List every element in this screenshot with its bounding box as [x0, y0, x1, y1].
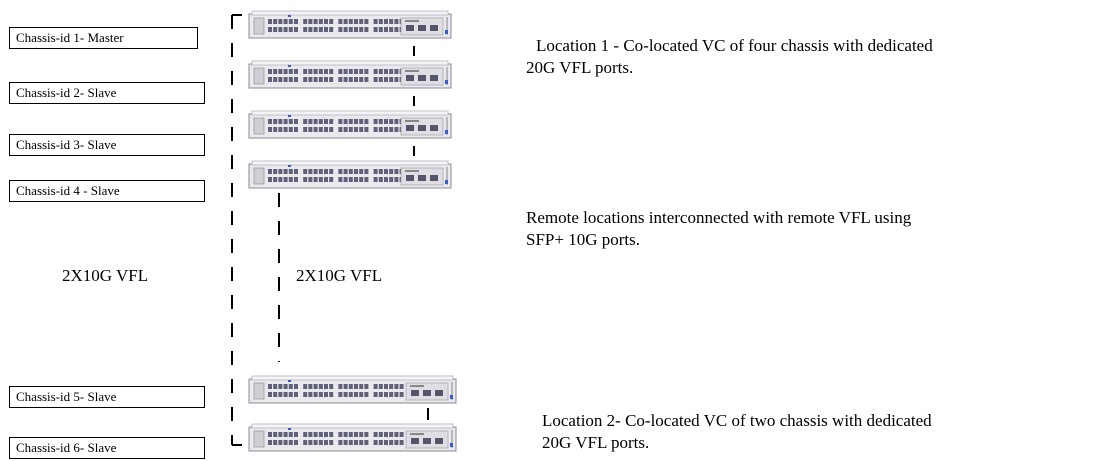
switch-chassis-1 — [248, 10, 453, 40]
switch-chassis-6 — [248, 423, 458, 453]
vfl-label-left: 2X10G VFL — [62, 266, 149, 285]
switch-front-panel — [248, 60, 452, 89]
location1-line-1: Location 1 - Co-located VC of four chass… — [536, 36, 933, 55]
location1-description: Location 1 - Co-located VC of four chass… — [526, 35, 933, 79]
remote-line-1: Remote locations interconnected with rem… — [526, 208, 912, 227]
switch-front-panel — [248, 423, 457, 452]
chassis-label-5: Chassis-id 5- Slave — [9, 386, 205, 408]
remote-line-2: SFP+ 10G ports. — [526, 230, 640, 249]
vfl-label-right: 2X10G VFL — [296, 266, 383, 285]
location2-line-1: Location 2- Co-located VC of two chassis… — [542, 411, 932, 430]
remote-description: Remote locations interconnected with rem… — [526, 207, 911, 251]
switch-front-panel — [248, 375, 457, 404]
chassis-label-2: Chassis-id 2- Slave — [9, 82, 205, 104]
switch-chassis-4 — [248, 160, 453, 190]
chassis-label-3: Chassis-id 3- Slave — [9, 134, 205, 156]
switch-front-panel — [248, 10, 452, 39]
switch-chassis-3 — [248, 110, 453, 140]
switch-chassis-5 — [248, 375, 458, 405]
location2-line-2: 20G VFL ports. — [542, 433, 650, 452]
switch-chassis-2 — [248, 60, 453, 90]
switch-front-panel — [248, 110, 452, 139]
location1-line-2: 20G VFL ports. — [526, 58, 634, 77]
chassis-label-1: Chassis-id 1- Master — [9, 27, 198, 49]
chassis-label-6: Chassis-id 6- Slave — [9, 437, 205, 459]
switch-front-panel — [248, 160, 452, 189]
location2-description: Location 2- Co-located VC of two chassis… — [542, 410, 932, 454]
chassis-label-4: Chassis-id 4 - Slave — [9, 180, 205, 202]
